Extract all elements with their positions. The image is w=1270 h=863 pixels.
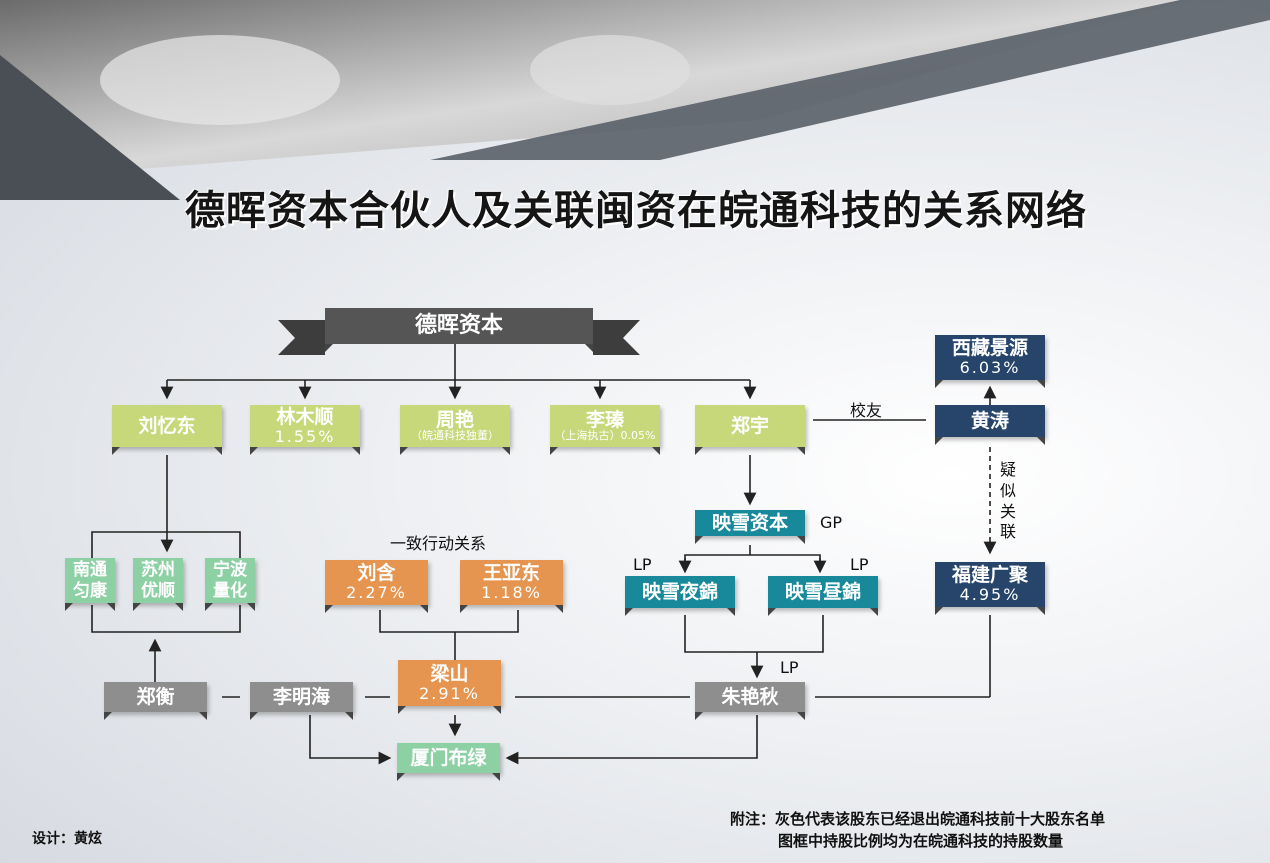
huang-tao: 黄涛: [935, 405, 1045, 437]
entity-name: 映雪资本: [711, 511, 788, 534]
fund-ningbo-lianghua: 宁波量化: [205, 558, 255, 603]
header-photo: [0, 0, 1270, 200]
entity-name: 映雪夜錦: [641, 580, 718, 603]
fund-name-line: 量化: [213, 580, 247, 601]
partner-name: 李瑧: [585, 408, 624, 431]
partner-stake: 1.55%: [274, 426, 336, 446]
gp-label: GP: [820, 513, 843, 532]
entity-name: 西藏景源: [951, 337, 1028, 360]
partner-name: 刘忆东: [138, 414, 196, 437]
entity-name: 厦门布绿: [410, 746, 487, 769]
entity-name: 郑衡: [136, 685, 175, 708]
note-line-1: 附注：灰色代表该股东已经退出皖通科技前十大股东名单: [730, 810, 1106, 828]
suspected-link-label: 疑似关联: [1000, 460, 1017, 542]
partner-name: 周艳: [435, 408, 474, 431]
fund-name-line: 匀康: [73, 580, 107, 601]
entity-name: 黄涛: [970, 409, 1009, 432]
entity-stake: 2.27%: [346, 583, 407, 603]
yingxue-yejin: 映雪夜錦: [625, 576, 735, 608]
lp-label: LP: [780, 658, 799, 677]
fund-name-line: 宁波: [213, 560, 247, 581]
entity-name: 福建广聚: [951, 564, 1028, 587]
entity-name: 李明海: [272, 685, 330, 708]
lp-label: LP: [633, 555, 652, 574]
entity-name: 映雪昼錦: [784, 580, 861, 603]
entity-name: 刘含: [357, 562, 396, 585]
fund-name-line: 南通: [73, 560, 107, 581]
yingxue-capital: 映雪资本: [695, 510, 805, 536]
entity-stake: 2.91%: [419, 683, 480, 703]
entity-name: 王亚东: [482, 562, 540, 585]
partner-zheng-yu: 郑宇: [695, 405, 805, 447]
li-minghai: 李明海: [250, 682, 353, 712]
fund-nantong-yunkang: 南通匀康: [65, 558, 115, 603]
partner-name: 郑宇: [730, 414, 769, 437]
alumni-label: 校友: [850, 401, 883, 420]
entity-stake: 1.18%: [481, 583, 542, 603]
entity-name: 朱艳秋: [721, 685, 779, 708]
entity-name: 梁山: [430, 662, 469, 685]
zhu-yanqiu: 朱艳秋: [695, 682, 805, 712]
zheng-heng: 郑衡: [104, 682, 207, 712]
partner-detail: （皖通科技独董）: [411, 429, 499, 443]
partner-zhou-yan: 周艳（皖通科技独董）: [400, 405, 510, 447]
page-title: 德晖资本合伙人及关联闽资在皖通科技的关系网络: [185, 188, 1087, 234]
root-label: 德晖资本: [414, 312, 503, 338]
xiamen-bulv: 厦门布绿: [397, 743, 500, 773]
partner-detail: （上海执古）0.05%: [554, 429, 656, 443]
designer-credit: 设计：黄炫: [32, 831, 102, 847]
fund-suzhou-youshun: 苏州优顺: [133, 558, 183, 603]
fund-name-line: 苏州: [141, 560, 175, 581]
concert-label: 一致行动关系: [390, 534, 487, 553]
partner-liu-yidong: 刘忆东: [112, 405, 222, 447]
root-dehui-capital: 德晖资本: [325, 308, 593, 344]
partner-li-zhen: 李瑧（上海执古）0.05%: [550, 405, 660, 447]
note-line-2: 图框中持股比例均为在皖通科技的持股数量: [778, 832, 1064, 850]
yingxue-zhoujin: 映雪昼錦: [768, 576, 878, 608]
lp-label: LP: [850, 555, 869, 574]
fund-name-line: 优顺: [141, 580, 175, 601]
partner-name: 林木顺: [276, 405, 334, 428]
entity-stake: 6.03%: [959, 358, 1021, 378]
entity-stake: 4.95%: [959, 585, 1021, 605]
